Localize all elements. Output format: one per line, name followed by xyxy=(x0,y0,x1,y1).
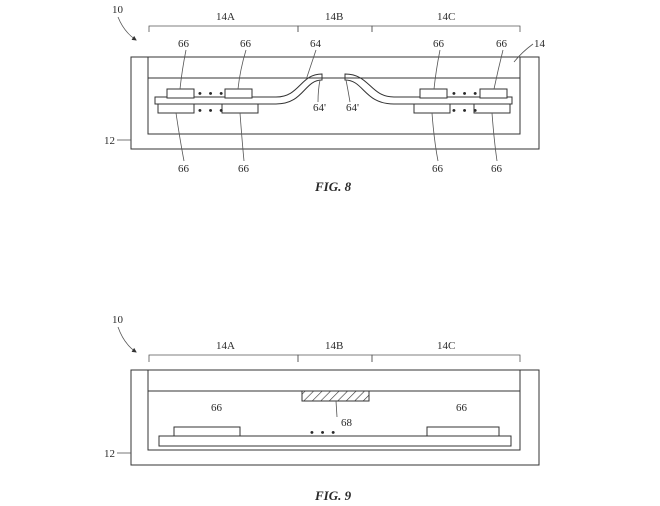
leader-66-top-1 xyxy=(179,49,187,90)
leader-14 xyxy=(513,43,534,63)
leader-66-top-2 xyxy=(237,49,247,90)
ref-64: 64 xyxy=(310,38,322,50)
ellipsis-9: • • • xyxy=(310,427,337,439)
ref-device-label: 10 xyxy=(112,4,124,16)
component-top-2 xyxy=(224,88,253,99)
ellipsis-top-right: • • • xyxy=(452,88,479,100)
ref-66-bottom-1: 66 xyxy=(178,163,190,175)
ref-14: 14 xyxy=(534,38,546,50)
flex-right xyxy=(344,73,513,105)
ref-66-9-right: 66 xyxy=(456,402,468,414)
figure-9-caption: FIG. 9 xyxy=(314,488,352,503)
leader-68 xyxy=(335,400,338,418)
device-arrow-9 xyxy=(117,326,137,353)
component-top-1 xyxy=(166,88,195,99)
ref-66-top-4: 66 xyxy=(496,38,508,50)
ref-66-bottom-3: 66 xyxy=(432,163,444,175)
region-label-14b: 14B xyxy=(325,11,343,23)
ref-64prime-left: 64' xyxy=(313,102,326,114)
ellipsis-bottom-left: • • • xyxy=(198,105,225,117)
hatched-element xyxy=(301,390,370,402)
figure-8-caption: FIG. 8 xyxy=(314,179,352,194)
ref-66-top-2: 66 xyxy=(240,38,252,50)
component-bottom-3 xyxy=(413,103,451,114)
region-label-14b-9: 14B xyxy=(325,340,343,352)
leader-66-bottom-4 xyxy=(491,112,498,162)
ref-68: 68 xyxy=(341,417,353,429)
component-top-3 xyxy=(419,88,448,99)
brace-14b xyxy=(297,25,373,32)
ref-66-top-1: 66 xyxy=(178,38,190,50)
region-label-14c-9: 14C xyxy=(437,340,455,352)
ellipsis-bottom-right: • • • xyxy=(452,105,479,117)
region-label-14a: 14A xyxy=(216,11,235,23)
component-bottom-1 xyxy=(157,103,195,114)
figure-8: 10 14A 14B 14C • • • • • • • • • • • • xyxy=(104,4,546,194)
component-9-right xyxy=(426,426,500,437)
leader-66-top-4 xyxy=(493,49,504,90)
leader-66-bottom-1 xyxy=(175,112,185,162)
component-9-left xyxy=(173,426,241,437)
leader-66-bottom-2 xyxy=(239,112,245,162)
brace-14a xyxy=(148,25,299,32)
brace-14b-9 xyxy=(297,354,373,362)
ref-12-9: 12 xyxy=(104,448,115,460)
brace-14c xyxy=(371,25,521,32)
component-bottom-2 xyxy=(221,103,259,114)
device-arrow xyxy=(117,16,137,41)
leader-64prime-left xyxy=(317,79,321,103)
region-label-14c: 14C xyxy=(437,11,455,23)
substrate-bar xyxy=(158,435,512,447)
display-layer xyxy=(147,56,521,135)
ref-64prime-right: 64' xyxy=(346,102,359,114)
leader-66-bottom-3 xyxy=(431,112,439,162)
brace-14a-9 xyxy=(148,354,299,362)
ref-66-9-left: 66 xyxy=(211,402,223,414)
ref-66-bottom-4: 66 xyxy=(491,163,503,175)
ref-12: 12 xyxy=(104,135,115,147)
figure-9: 10 14A 14B 14C • • • 66 66 68 12 FI xyxy=(104,314,540,503)
brace-14c-9 xyxy=(371,354,521,362)
component-top-4 xyxy=(479,88,508,99)
ref-66-top-3: 66 xyxy=(433,38,445,50)
flex-left xyxy=(154,73,323,105)
leader-66-top-3 xyxy=(433,49,441,90)
leader-64prime-right xyxy=(345,79,351,103)
ellipsis-top-left: • • • xyxy=(198,88,225,100)
leader-64 xyxy=(305,49,317,81)
component-bottom-4 xyxy=(473,103,511,114)
ref-66-bottom-2: 66 xyxy=(238,163,250,175)
ref-device-label-9: 10 xyxy=(112,314,124,326)
region-label-14a-9: 14A xyxy=(216,340,235,352)
